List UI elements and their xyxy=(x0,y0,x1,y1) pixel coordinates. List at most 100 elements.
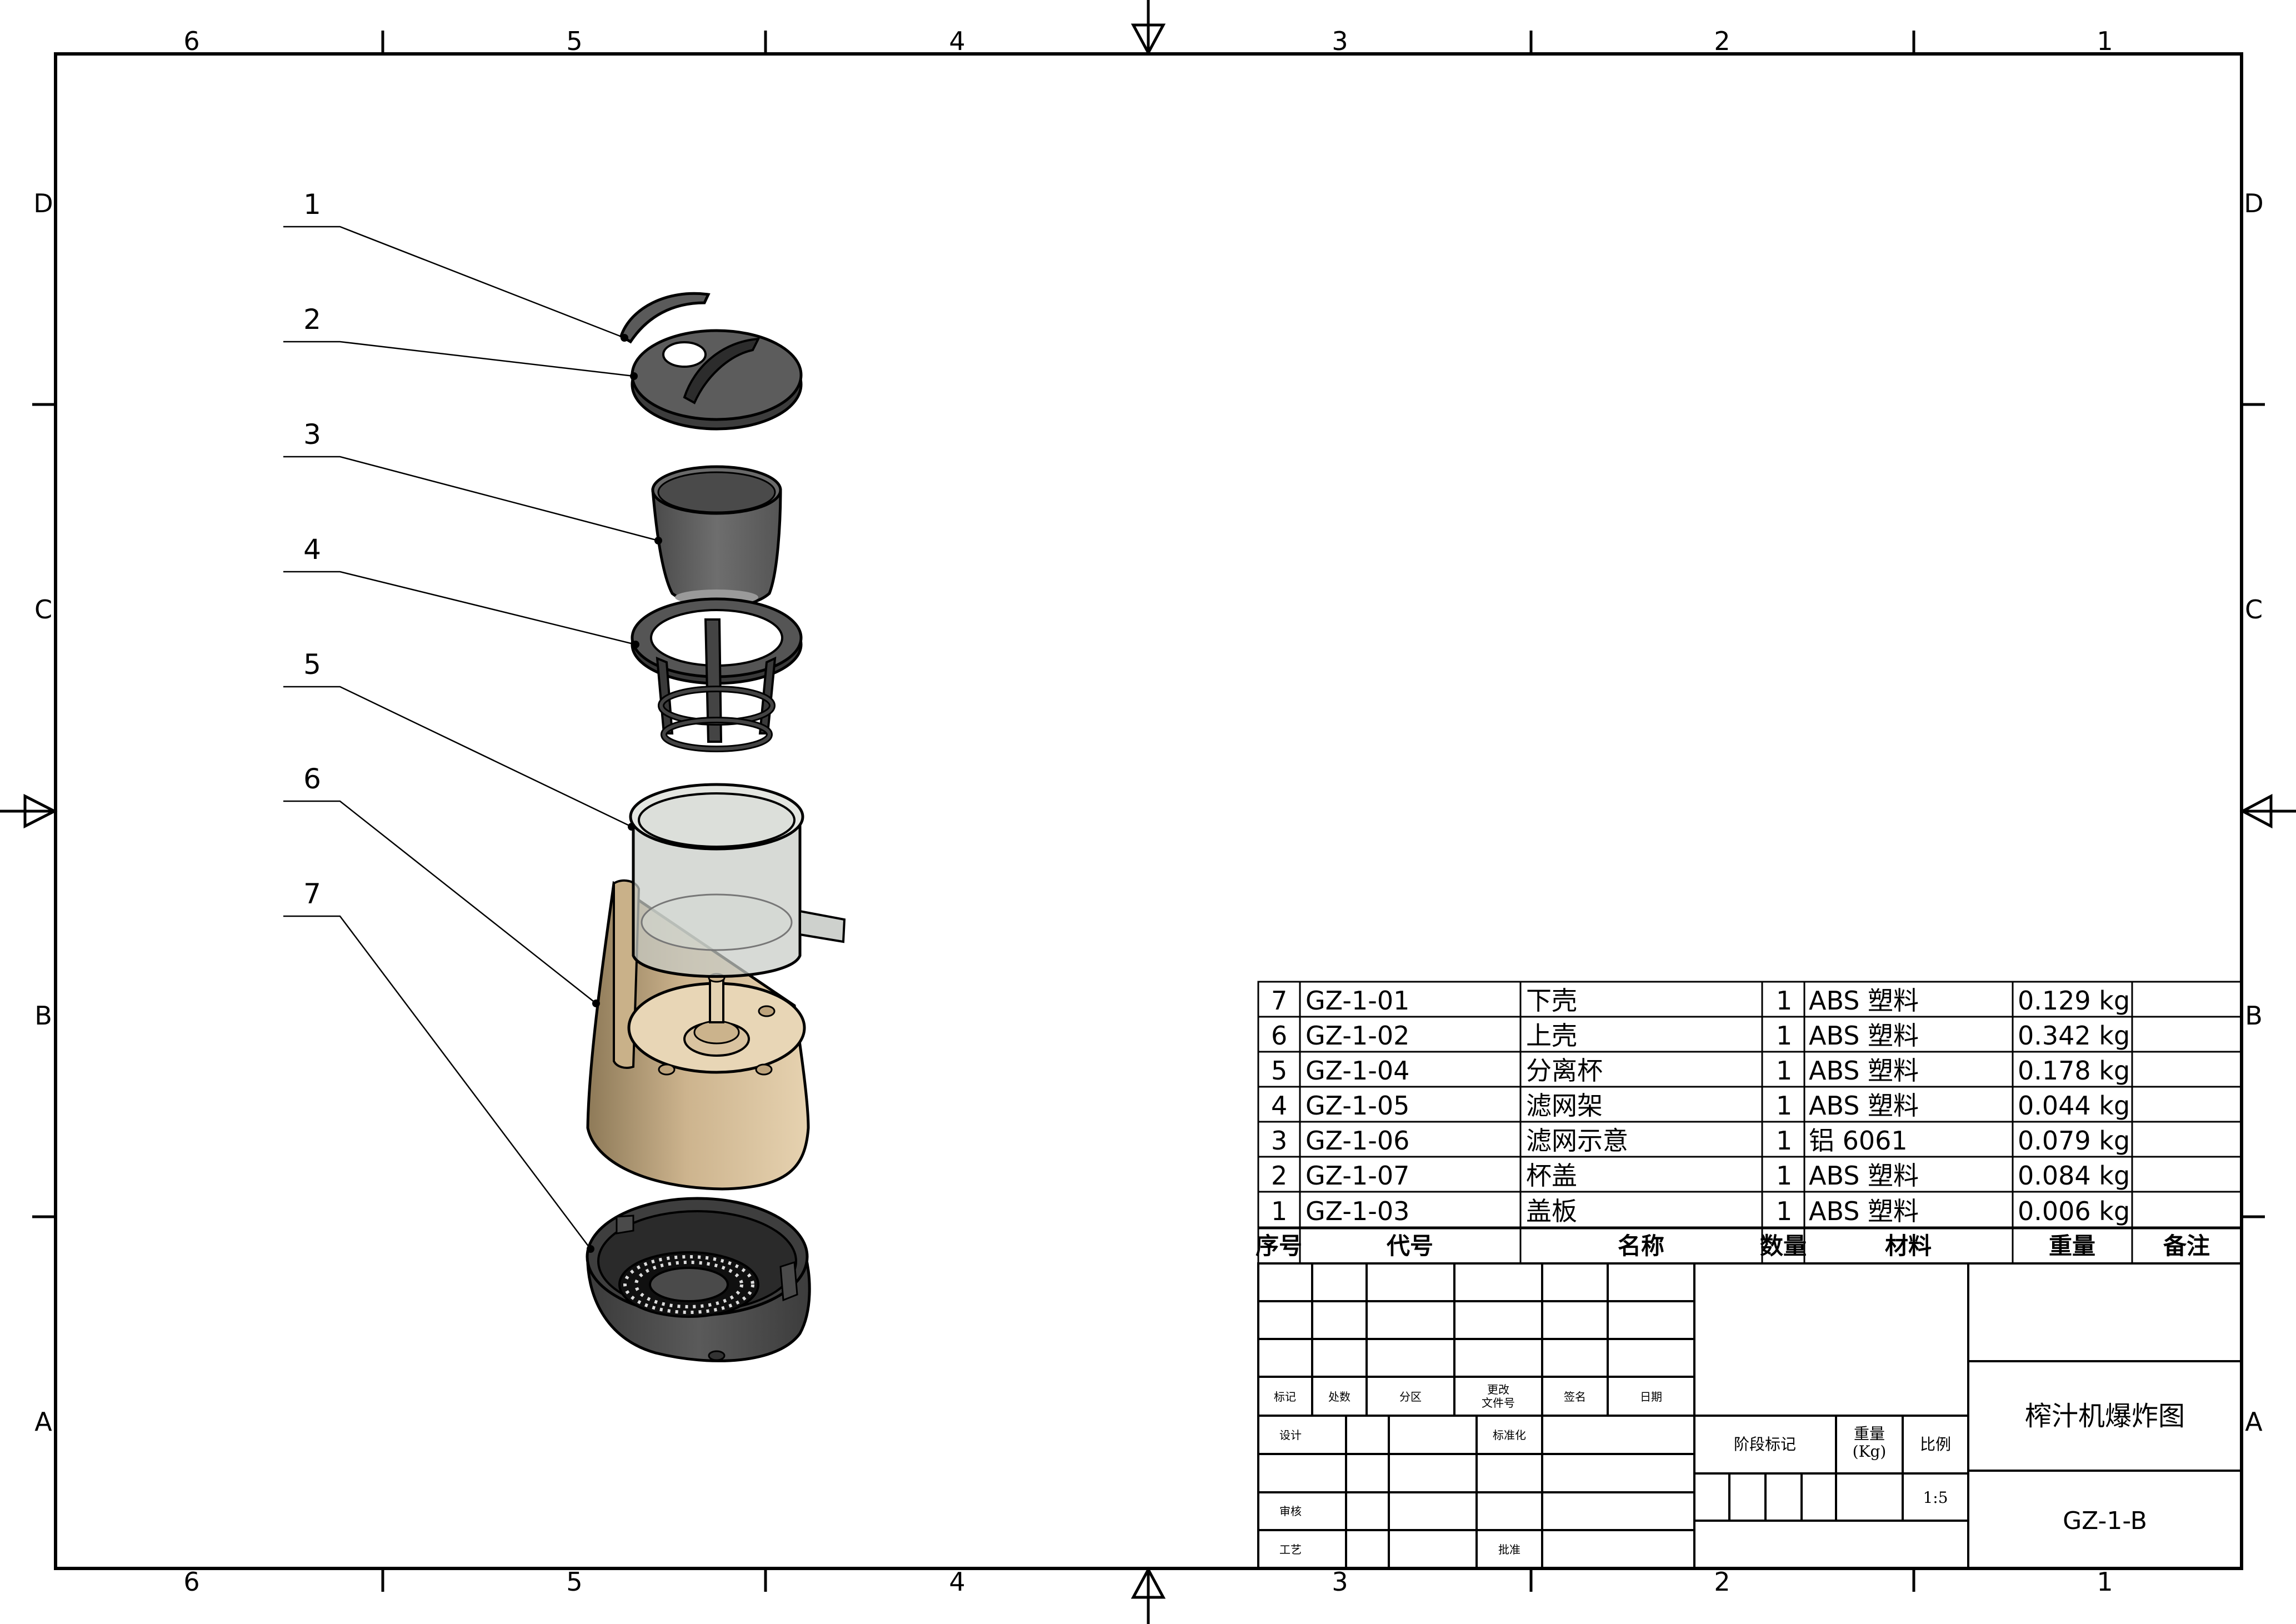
tb-mark-label: 标记 xyxy=(1274,1390,1296,1403)
bom-no: 5 xyxy=(1271,1056,1287,1086)
bom-name: 下壳 xyxy=(1526,986,1577,1016)
zone-col-1-bottom: 1 xyxy=(2097,1567,2113,1597)
tb-change-doc-label-2: 文件号 xyxy=(1482,1396,1515,1410)
zone-labels-bottom: 6 5 4 3 2 1 xyxy=(183,1567,2113,1597)
zone-row-A-left: A xyxy=(34,1407,52,1437)
bom-header-remark: 备注 xyxy=(2163,1232,2210,1260)
bom-header: 序号 代号 名称 数量 材料 重量 备注 xyxy=(1255,1232,2210,1260)
zone-col-1-top: 1 xyxy=(2097,26,2113,56)
tb-weight-label-1: 重量 xyxy=(1854,1425,1885,1443)
drawing-border xyxy=(54,52,2243,1570)
bom-row: 1 GZ-1-03 盖板 1 ABS 塑料 0.006 kg xyxy=(1271,1196,2130,1226)
bom-material: ABS 塑料 xyxy=(1809,986,1919,1016)
bom-row: 4 GZ-1-05 滤网架 1 ABS 塑料 0.044 kg xyxy=(1271,1091,2130,1121)
bom-row: 2 GZ-1-07 杯盖 1 ABS 塑料 0.084 kg xyxy=(1271,1161,2130,1191)
bom-header-code: 代号 xyxy=(1386,1232,1433,1260)
balloon-1: 1 xyxy=(303,188,321,221)
zone-labels-right: D C B A xyxy=(2244,188,2263,1437)
tb-design-label: 设计 xyxy=(1279,1428,1302,1442)
bom-code: GZ-1-04 xyxy=(1305,1056,1409,1086)
balloon-7: 7 xyxy=(303,878,321,910)
zone-col-4-bottom: 4 xyxy=(949,1567,965,1597)
bom-qty: 1 xyxy=(1776,1091,1792,1121)
zone-col-5-bottom: 5 xyxy=(566,1567,582,1597)
bom-name: 杯盖 xyxy=(1526,1161,1577,1191)
part-7-lower-shell xyxy=(586,1197,811,1362)
bom-weight: 0.006 kg xyxy=(2018,1196,2130,1226)
bom-material: ABS 塑料 xyxy=(1809,1021,1919,1051)
balloon-dots xyxy=(587,334,662,1253)
zone-row-D-right: D xyxy=(2244,188,2263,218)
tb-change-doc-label-1: 更改 xyxy=(1487,1383,1509,1396)
bom-qty: 1 xyxy=(1776,1196,1792,1226)
bom-qty: 1 xyxy=(1776,1126,1792,1156)
bom-material: ABS 塑料 xyxy=(1809,1056,1919,1086)
bom-code: GZ-1-03 xyxy=(1305,1196,1409,1226)
bom-code: GZ-1-01 xyxy=(1305,986,1409,1016)
bom-material: ABS 塑料 xyxy=(1809,1196,1919,1226)
bom-header-name: 名称 xyxy=(1618,1232,1664,1260)
zone-col-3-bottom: 3 xyxy=(1332,1567,1348,1597)
part-2-lid xyxy=(631,329,803,431)
balloon-6: 6 xyxy=(303,763,321,795)
part-1-cover-plate xyxy=(619,292,711,344)
bom-name: 上壳 xyxy=(1526,1021,1577,1051)
tb-scale-value: 1:5 xyxy=(1923,1488,1948,1507)
zone-labels-top: 6 5 4 3 2 1 xyxy=(183,26,2113,56)
tb-process-label: 工艺 xyxy=(1279,1543,1302,1556)
bom-header-material: 材料 xyxy=(1885,1232,1932,1260)
tb-standardize-label: 标准化 xyxy=(1493,1428,1526,1442)
bom-header-no: 序号 xyxy=(1255,1232,1302,1260)
bom-weight: 0.079 kg xyxy=(2018,1126,2130,1156)
zone-col-6-top: 6 xyxy=(183,26,199,56)
bom-no: 2 xyxy=(1271,1161,1287,1191)
tb-count-label: 处数 xyxy=(1328,1390,1350,1403)
tb-approve-label: 批准 xyxy=(1498,1543,1520,1556)
exploded-view xyxy=(586,292,846,1362)
zone-ticks xyxy=(32,31,2265,1592)
bom-name: 盖板 xyxy=(1526,1196,1577,1226)
tb-signature-label: 签名 xyxy=(1564,1390,1586,1403)
bom-code: GZ-1-07 xyxy=(1305,1161,1409,1191)
part-5-separation-cup xyxy=(629,783,846,978)
bom-row: 7 GZ-1-01 下壳 1 ABS 塑料 0.129 kg xyxy=(1271,986,2130,1016)
tb-weight-label-2: (Kg) xyxy=(1853,1442,1887,1461)
balloon-4: 4 xyxy=(303,533,321,566)
bom-code: GZ-1-02 xyxy=(1305,1021,1409,1051)
bom-code: GZ-1-06 xyxy=(1305,1126,1409,1156)
bom-row: 6 GZ-1-02 上壳 1 ABS 塑料 0.342 kg xyxy=(1271,1021,2130,1051)
bom-material: ABS 塑料 xyxy=(1809,1161,1919,1191)
zone-row-A-right: A xyxy=(2245,1407,2263,1437)
zone-row-B-left: B xyxy=(34,1001,52,1031)
bom-code: GZ-1-05 xyxy=(1305,1091,1409,1121)
balloon-numbers: 1 2 3 4 5 6 7 xyxy=(303,188,321,910)
bom-qty: 1 xyxy=(1776,1056,1792,1086)
bom-qty: 1 xyxy=(1776,1021,1792,1051)
zone-row-C-right: C xyxy=(2245,594,2263,624)
bom-material: ABS 塑料 xyxy=(1809,1091,1919,1121)
bom-weight: 0.129 kg xyxy=(2018,986,2130,1016)
bom-weight: 0.178 kg xyxy=(2018,1056,2130,1086)
bom-no: 3 xyxy=(1271,1126,1287,1156)
part-4-filter-holder xyxy=(631,597,803,752)
tb-zone-label: 分区 xyxy=(1399,1390,1422,1403)
zone-col-4-top: 4 xyxy=(949,26,965,56)
bom-no: 4 xyxy=(1271,1091,1287,1121)
bom-weight: 0.084 kg xyxy=(2018,1161,2130,1191)
bom-no: 1 xyxy=(1271,1196,1287,1226)
zone-col-5-top: 5 xyxy=(566,26,582,56)
tb-ratio-label: 比例 xyxy=(1920,1435,1951,1453)
balloon-leaders xyxy=(283,226,659,1250)
bom-material: 铝 6061 xyxy=(1809,1126,1908,1156)
bom-header-weight: 重量 xyxy=(2049,1232,2095,1260)
zone-labels-left: D C B A xyxy=(33,188,53,1437)
drawing-title: 榨汁机爆炸图 xyxy=(2025,1401,2185,1432)
bom-weight: 0.044 kg xyxy=(2018,1091,2130,1121)
bom-weight: 0.342 kg xyxy=(2018,1021,2130,1051)
tb-stage-mark-label: 阶段标记 xyxy=(1734,1435,1796,1453)
zone-row-C-left: C xyxy=(34,594,52,624)
bom-header-qty: 数量 xyxy=(1760,1232,1807,1260)
balloon-2: 2 xyxy=(303,303,321,336)
bom-qty: 1 xyxy=(1776,1161,1792,1191)
